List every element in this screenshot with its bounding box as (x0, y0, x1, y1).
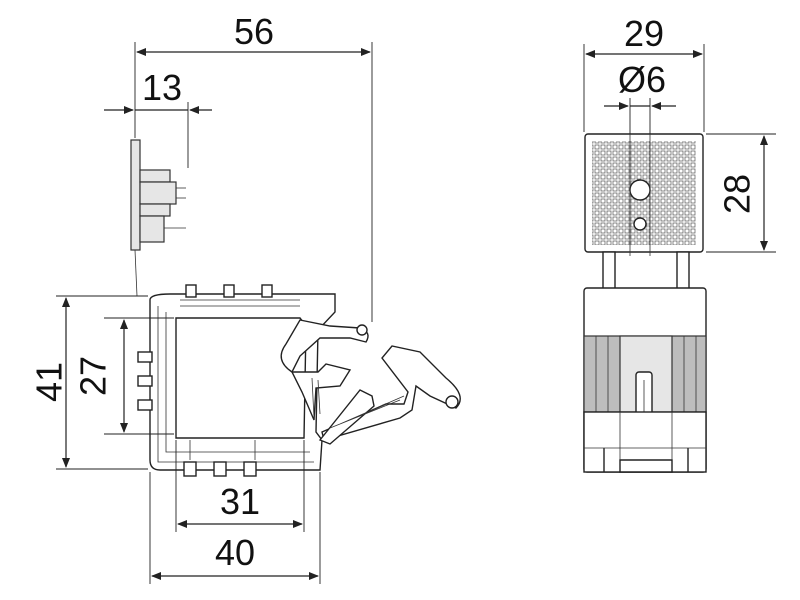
dim-inner-height: 27 (73, 356, 114, 396)
dim-plate-offset: 13 (142, 67, 182, 108)
latch-arms (280, 319, 461, 445)
side-view (130, 139, 461, 477)
front-view (583, 133, 707, 473)
dim-plate-height: 28 (717, 174, 758, 214)
dim-inner-width: 31 (220, 481, 260, 522)
front-mounting-plate (584, 133, 704, 256)
front-clamp-body (583, 287, 707, 473)
dim-overall-height: 41 (29, 362, 70, 402)
dim-hole-diameter: Ø6 (618, 59, 666, 100)
dim-overall-width: 56 (234, 11, 274, 52)
dim-front-width: 29 (624, 13, 664, 54)
dim-outer-width: 40 (215, 532, 255, 573)
front-view-dimensions: 29 Ø6 28 (583, 13, 776, 253)
mounting-plate (130, 139, 186, 297)
side-view-dimensions: 56 13 41 27 31 40 (29, 11, 373, 584)
